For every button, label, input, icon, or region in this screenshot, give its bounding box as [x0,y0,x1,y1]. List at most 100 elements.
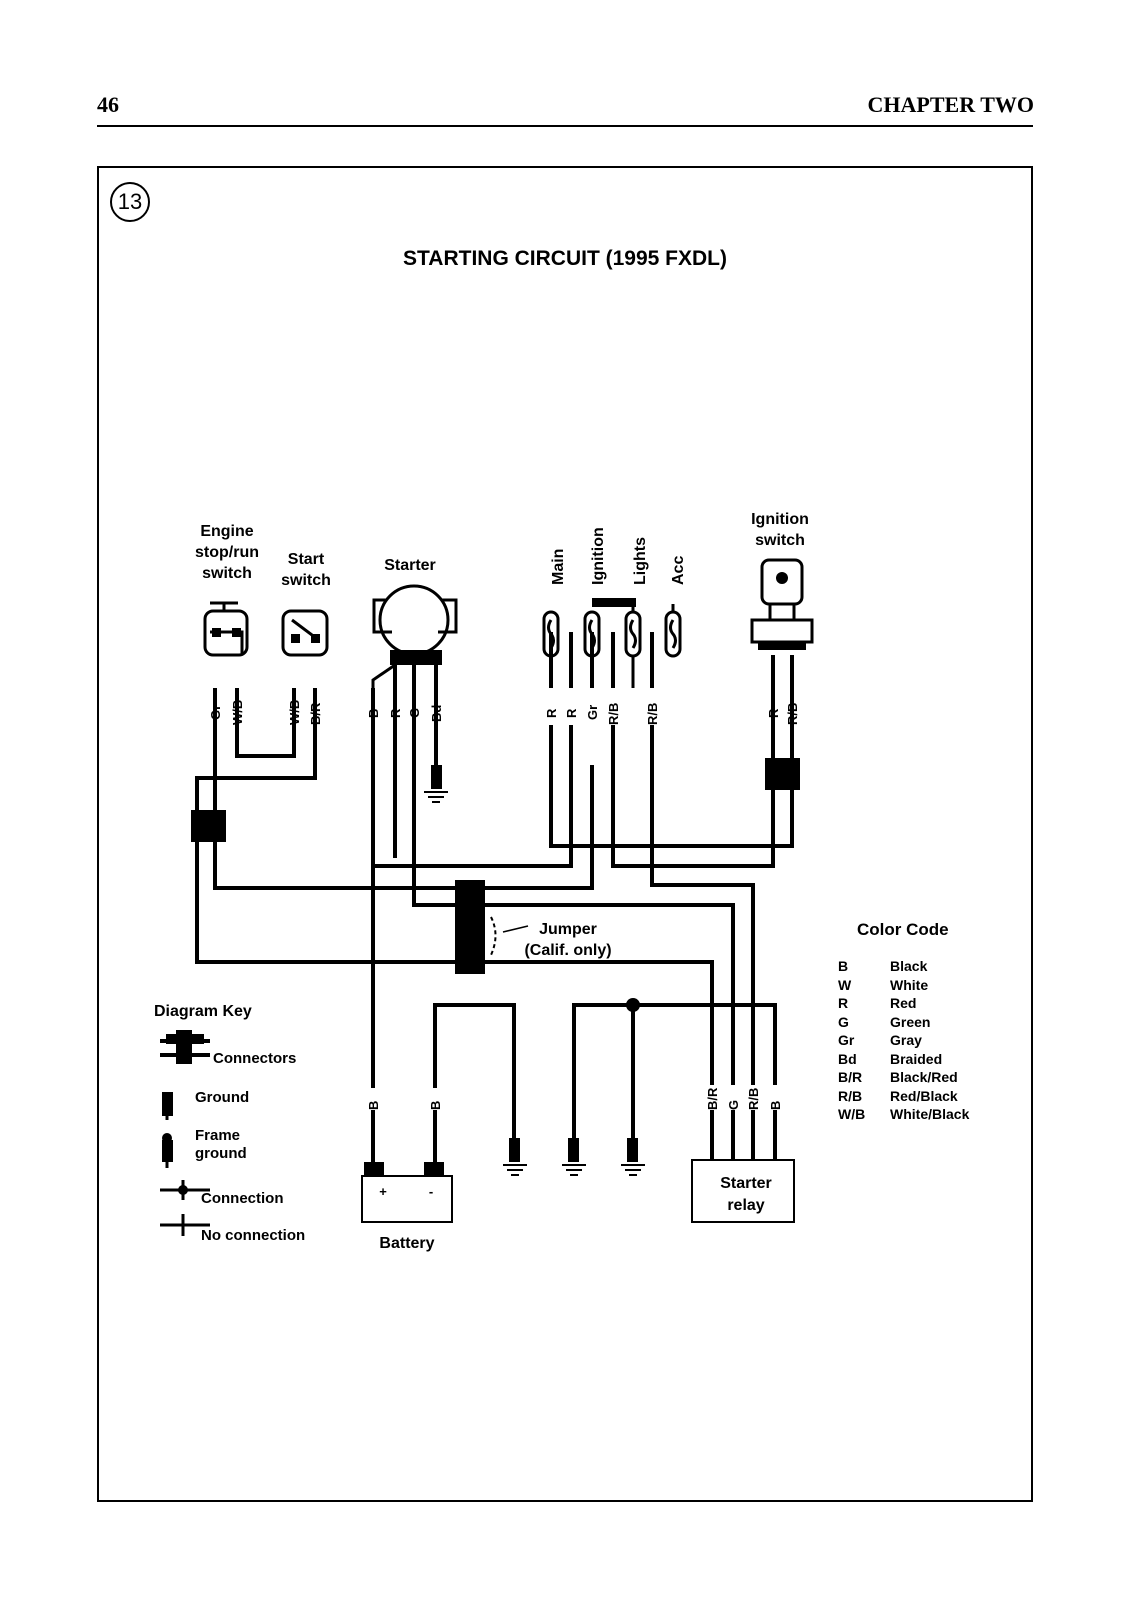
start-switch-label-2: switch [281,572,331,589]
engine-switch-label-1: Engine [200,523,253,540]
wire-label: R [544,708,559,718]
wire-gr [195,688,714,1085]
wire-label: G [407,708,422,718]
color-code-row: Gr Gray [838,1032,1038,1051]
color-code-name: Red/Black [890,1087,958,1104]
wire-starter-g [412,665,735,1085]
key-no-connection-symbol [160,1214,210,1236]
wire-br-start [213,688,594,890]
wire-fuse-r1b [549,725,794,848]
figure-frame [97,166,1033,1502]
connector-ignition [765,758,800,790]
wire-wb-engine [235,688,296,758]
key-ground-label: Ground [195,1089,249,1106]
figure-title: STARTING CIRCUIT (1995 FXDL) [403,247,727,270]
key-connectors-label: Connectors [213,1050,296,1067]
key-frame-ground-label-2: ground [195,1145,247,1162]
color-code-row: R/B Red/Black [838,1088,1038,1107]
figure-number-badge: 13 [110,182,150,222]
color-code-abbr: R/B [838,1087,863,1104]
wire-label: Bd [429,705,444,722]
color-code-name: Braided [890,1050,943,1067]
starter-relay-label-1: Starter [720,1175,772,1192]
wire-relay-b [572,1003,777,1140]
color-code-name: Black [890,958,928,974]
jumper-indicator [490,916,497,956]
color-code-name: White/Black [890,1106,970,1122]
color-code-abbr: Gr [838,1032,855,1048]
start-switch-label-1: Start [288,551,325,568]
fuse-label-main: Main [550,549,567,585]
page-number: 46 [97,92,119,117]
key-ground-symbol [162,1092,173,1116]
wire-label: R/B [746,1088,761,1110]
fuse-block [542,604,682,688]
fuse-label-ignition: Ignition [590,527,607,585]
battery-box [361,1175,453,1223]
battery-plus-label: + [379,1184,387,1199]
wire-label: B/R [308,702,323,725]
wire-fuse-rb1b [611,725,775,868]
color-code-abbr: B/R [838,1069,863,1085]
fuse-label-acc: Acc [670,556,687,585]
wire-label: G [726,1100,741,1110]
color-code-abbr: B [838,958,849,974]
wire-label: B [768,1101,783,1110]
wire-battery-minus-loop [433,1003,516,1140]
ignition-switch-label-2: switch [755,532,805,549]
battery-label: Battery [379,1235,434,1252]
fuse-label-lights: Lights [632,537,649,585]
connector-jumper [455,880,485,974]
jumper-label-2: (Calif. only) [524,942,611,959]
color-code-abbr: W/B [838,1106,866,1122]
key-no-connection-label: No connection [201,1227,305,1244]
wire-label: W/B [230,700,245,725]
wire-relay-leads [710,1110,777,1160]
color-code-abbr: R [838,995,849,1011]
key-frame-ground-label-1: Frame [195,1127,240,1144]
wire-label: R [388,708,403,718]
wire-label: W/B [287,700,302,725]
wire-label: R/B [645,703,660,725]
ignition-switch-label-1: Ignition [751,511,809,528]
start-switch-symbol [281,609,329,657]
key-connection-label: Connection [201,1190,284,1207]
engine-switch-label-3: switch [202,565,252,582]
color-code-name: White [890,976,929,993]
ground-symbols [424,765,645,1176]
color-code-name: Green [890,1013,931,1030]
wire-label: Gr [208,705,223,720]
jumper-label-1: Jumper [539,921,597,938]
starter-relay-label-2: relay [727,1197,764,1214]
chapter-title: CHAPTER TWO [867,92,1034,117]
color-code-abbr: Bd [838,1050,857,1067]
color-code-row: W/B White/Black [838,1106,1038,1125]
junction-dot [626,998,640,1012]
color-code-row: B/R Black/Red [838,1069,1038,1088]
color-code-abbr: G [838,1013,849,1030]
color-code-abbr: W [838,976,852,993]
connector-left [191,810,226,842]
wire-fuse-r2b [373,725,573,868]
wire-fuse-rb2b [650,725,755,1085]
color-code-name: Black/Red [890,1069,958,1085]
color-code-row: W White [838,977,1038,996]
wire-label: B [428,1101,443,1110]
color-code-name: Gray [890,1032,922,1048]
color-code-row: G Green [838,1014,1038,1033]
color-code-title: Color Code [857,920,949,939]
wire-label: B/R [705,1087,720,1110]
engine-switch-label-2: stop/run [195,544,259,561]
wire-label: Gr [585,705,600,720]
battery-minus-label: - [429,1184,433,1199]
starter-relay-box [691,1159,795,1223]
wire-label: R/B [606,703,621,725]
wire-label: B [366,1101,381,1110]
starter-label: Starter [384,557,436,574]
wire-label: R [766,708,781,718]
wire-label: R [564,708,579,718]
color-code-row: B Black [838,958,1038,977]
